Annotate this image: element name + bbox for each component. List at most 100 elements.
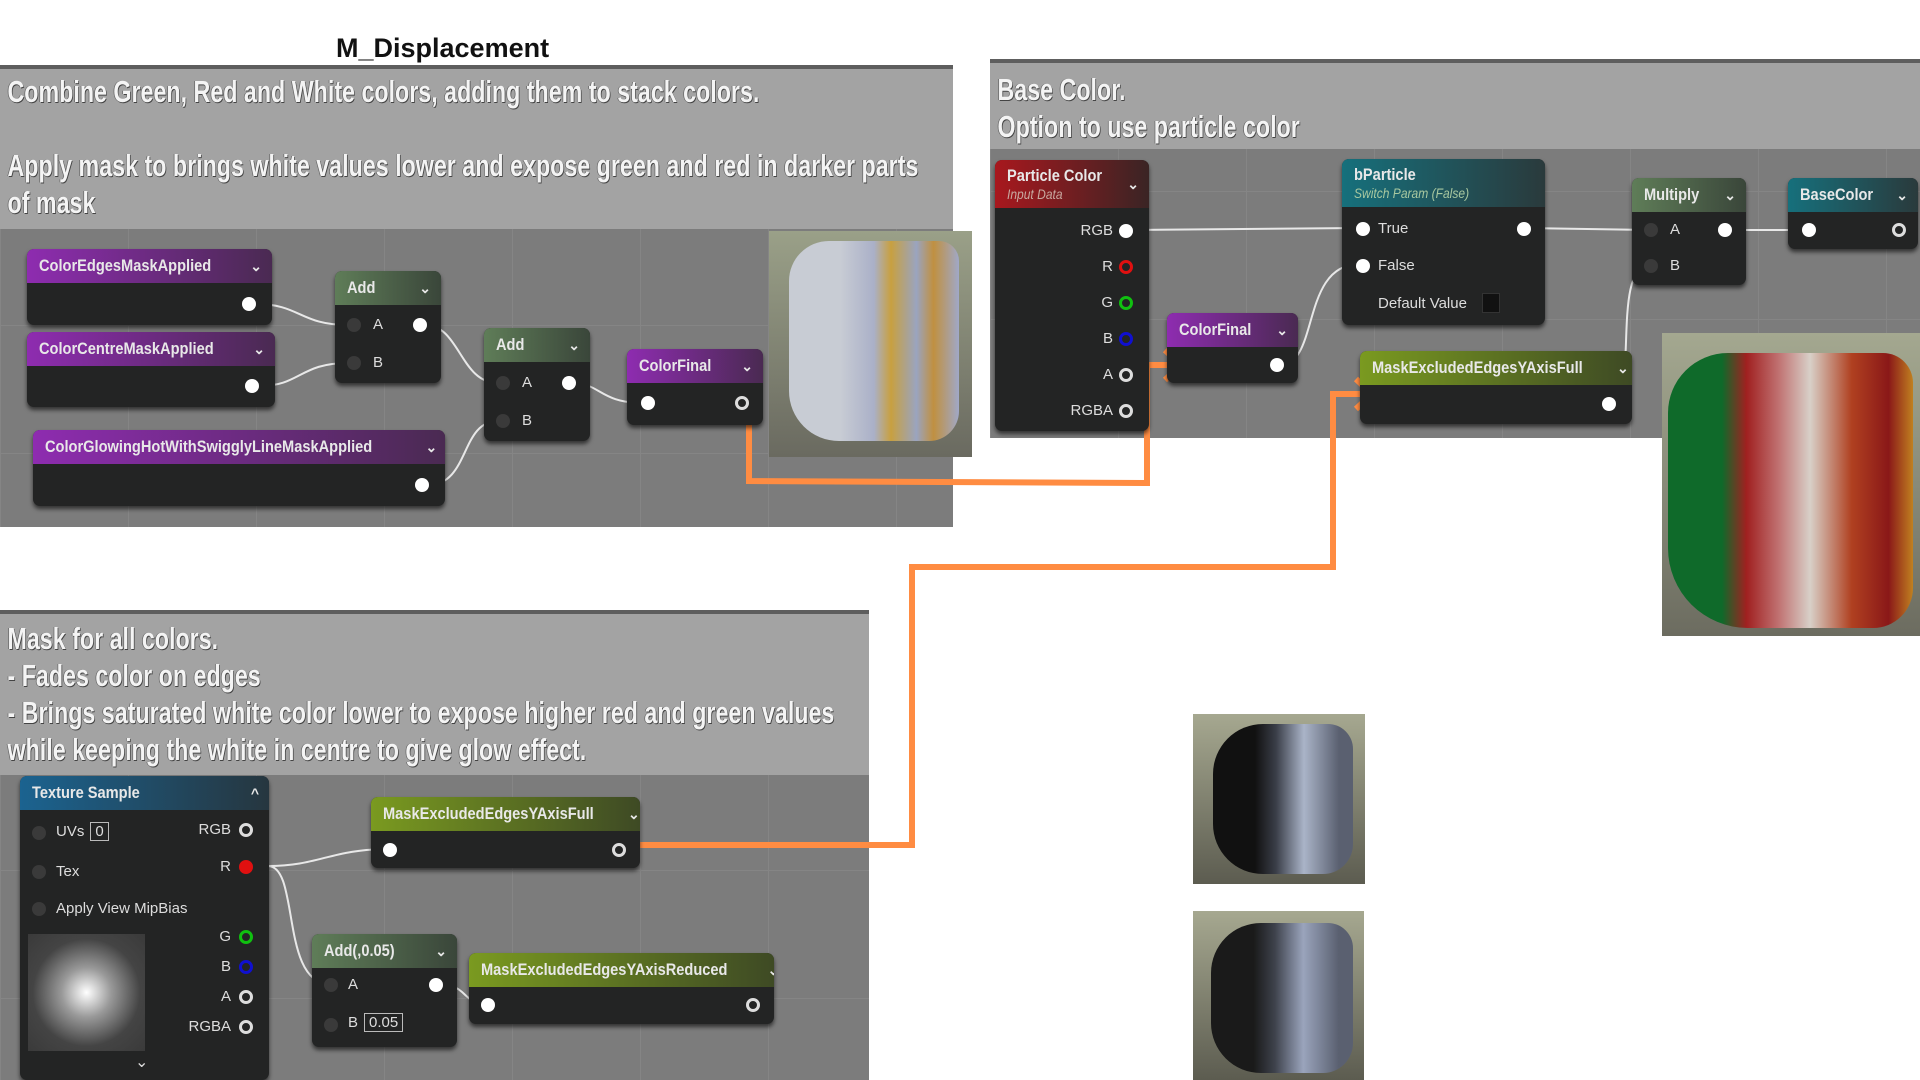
node-color-final-ref[interactable]: ColorFinal⌄	[1167, 313, 1298, 383]
input-pin[interactable]	[383, 843, 397, 857]
pin-label: R	[1102, 258, 1113, 275]
pin-label: R	[220, 858, 231, 875]
input-pin-a[interactable]	[324, 978, 338, 992]
output-pin-g[interactable]	[1119, 296, 1133, 310]
output-pin-g[interactable]	[239, 930, 253, 944]
node-mask-full[interactable]: MaskExcludedEdgesYAxisFull⌄	[371, 797, 640, 868]
pin-label: B 0.05	[348, 1013, 404, 1032]
input-pin-b[interactable]	[347, 356, 361, 370]
output-pin-b[interactable]	[1119, 332, 1133, 346]
output-pin[interactable]	[1892, 223, 1906, 237]
output-pin[interactable]	[242, 297, 256, 311]
pin-label: RGB	[198, 821, 231, 838]
comment-band	[0, 69, 953, 229]
output-pin-rgb[interactable]	[239, 823, 253, 837]
input-pin-uvs[interactable]	[32, 826, 46, 840]
output-pin[interactable]	[415, 478, 429, 492]
input-pin-tex[interactable]	[32, 865, 46, 879]
output-pin[interactable]	[413, 318, 427, 332]
input-pin-b[interactable]	[1644, 259, 1658, 273]
node-mask-full-ref[interactable]: MaskExcludedEdgesYAxisFull⌄	[1360, 351, 1632, 424]
pin-label: B	[1102, 330, 1113, 347]
pin-label: False	[1378, 257, 1415, 274]
input-pin-true[interactable]	[1356, 222, 1370, 236]
output-pin[interactable]	[746, 998, 760, 1012]
input-pin-a[interactable]	[347, 318, 361, 332]
node-add-1[interactable]: Add⌄ A B	[335, 271, 441, 383]
node-multiply[interactable]: Multiply⌄ A B	[1632, 178, 1746, 285]
output-pin-b[interactable]	[239, 960, 253, 974]
pin-label: B	[522, 412, 533, 429]
pin-label: A	[348, 976, 359, 993]
node-title: ColorFinal	[639, 356, 712, 375]
node-color-edges[interactable]: ColorEdgesMaskApplied⌄	[27, 249, 272, 325]
output-pin[interactable]	[1517, 222, 1531, 236]
chevron-down-icon[interactable]: ⌄	[425, 438, 438, 455]
output-pin[interactable]	[245, 379, 259, 393]
pin-label: A	[220, 988, 231, 1005]
chevron-down-icon[interactable]: ⌄	[628, 805, 640, 822]
chevron-down-icon[interactable]: ⌄	[1617, 359, 1629, 376]
input-pin-false[interactable]	[1356, 259, 1370, 273]
output-pin-rgba[interactable]	[1119, 404, 1133, 418]
output-pin-rgb[interactable]	[1119, 224, 1133, 238]
chevron-down-icon[interactable]: ⌄	[767, 961, 774, 978]
chevron-down-icon[interactable]: ⌄	[253, 340, 265, 357]
pin-label: RGBA	[188, 1018, 231, 1035]
output-pin[interactable]	[1718, 223, 1732, 237]
node-color-centre[interactable]: ColorCentreMaskApplied⌄	[27, 332, 275, 407]
node-add-const[interactable]: Add(,0.05) ⌄ A B 0.05	[312, 934, 457, 1047]
preview-mesh	[1211, 923, 1353, 1073]
chevron-down-icon[interactable]: ⌄	[1276, 321, 1288, 338]
node-mask-reduced[interactable]: MaskExcludedEdgesYAxisReduced ⌄	[469, 953, 774, 1024]
node-title: MaskExcludedEdgesYAxisReduced	[481, 960, 728, 979]
chevron-down-icon[interactable]: ⌄	[568, 336, 580, 353]
output-pin[interactable]	[735, 396, 749, 410]
default-value-checkbox[interactable]	[1482, 293, 1500, 313]
output-pin[interactable]	[429, 978, 443, 992]
b-value-input[interactable]: 0.05	[364, 1013, 404, 1032]
node-color-glowing[interactable]: ColorGlowingHotWithSwigglyLineMaskApplie…	[33, 430, 445, 506]
uvs-input[interactable]: 0	[90, 822, 109, 841]
output-pin[interactable]	[1270, 358, 1284, 372]
input-pin-b[interactable]	[496, 414, 510, 428]
chevron-down-icon[interactable]: ⌄	[741, 357, 753, 374]
output-pin-rgba[interactable]	[239, 1020, 253, 1034]
chevron-down-icon[interactable]: ⌄	[1896, 186, 1908, 203]
input-pin-b[interactable]	[324, 1018, 338, 1032]
chevron-down-icon[interactable]: ⌄	[1724, 186, 1736, 203]
b-label: B	[348, 1014, 359, 1031]
output-pin[interactable]	[612, 843, 626, 857]
output-pin-a[interactable]	[1119, 368, 1133, 382]
input-pin[interactable]	[1802, 223, 1816, 237]
input-pin-a[interactable]	[1644, 223, 1658, 237]
input-pin[interactable]	[641, 396, 655, 410]
chevron-up-icon[interactable]: ^	[250, 785, 259, 801]
node-add-2[interactable]: Add⌄ A B	[484, 328, 590, 441]
pin-label: Apply View MipBias	[56, 900, 188, 917]
input-pin-a[interactable]	[496, 376, 510, 390]
chevron-down-icon[interactable]: ⌄	[419, 279, 431, 296]
title-text: bParticle	[1354, 165, 1416, 184]
input-pin-mipbias[interactable]	[32, 902, 46, 916]
pin-label: A	[1102, 366, 1113, 383]
output-pin[interactable]	[562, 376, 576, 390]
node-base-color[interactable]: BaseColor⌄	[1788, 178, 1918, 249]
output-pin-r[interactable]	[239, 860, 253, 874]
pin-label: B	[373, 354, 384, 371]
node-title: Add(,0.05)	[324, 941, 395, 960]
chevron-down-icon[interactable]: ⌄	[1127, 176, 1139, 192]
default-value-label: Default Value	[1378, 295, 1467, 312]
input-pin[interactable]	[481, 998, 495, 1012]
chevron-down-icon[interactable]: ⌄	[135, 1054, 149, 1071]
chevron-down-icon[interactable]: ⌄	[250, 257, 262, 274]
output-pin-r[interactable]	[1119, 260, 1133, 274]
comment-text: Combine Green, Red and White colors, add…	[7, 74, 919, 220]
output-pin[interactable]	[1602, 397, 1616, 411]
chevron-down-icon[interactable]: ⌄	[435, 942, 447, 959]
node-color-final[interactable]: ColorFinal ⌄	[627, 349, 763, 425]
output-pin-a[interactable]	[239, 990, 253, 1004]
